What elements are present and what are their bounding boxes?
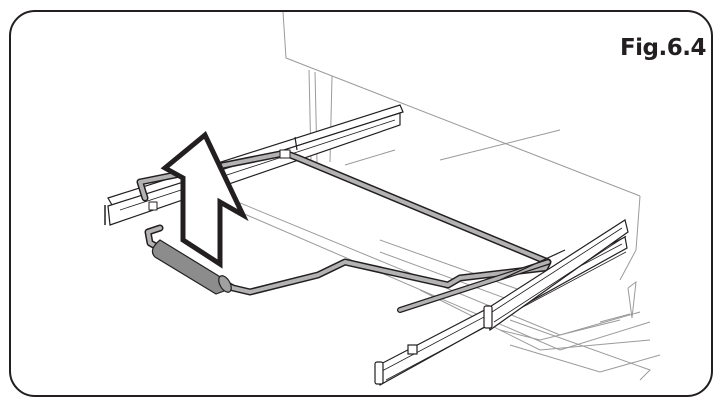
oven-cavity [211,11,661,381]
figure-label: Fig.6.4 [619,35,707,61]
shelf-handle [151,239,232,295]
lift-up-arrow-icon [160,131,249,269]
front-rails [374,219,629,386]
